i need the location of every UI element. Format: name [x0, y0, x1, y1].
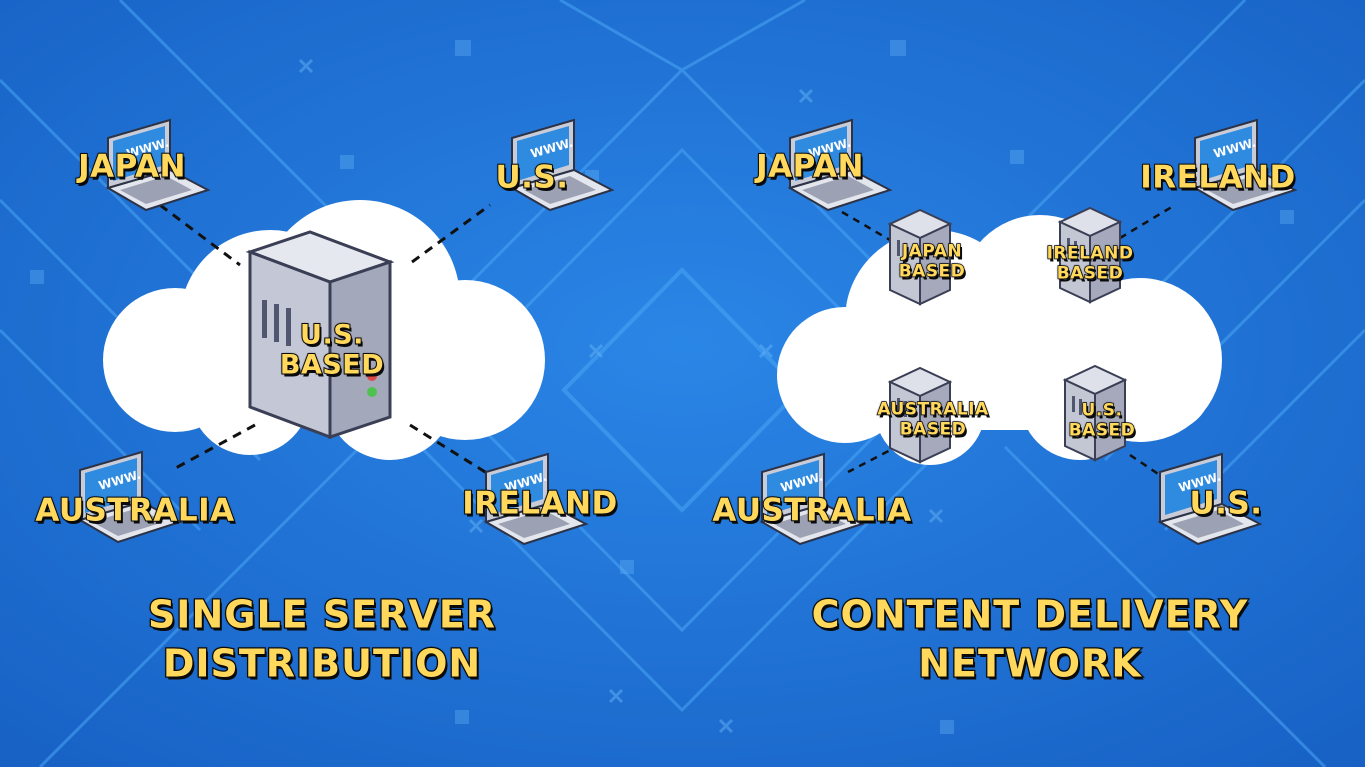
server-label-ireland: IRELAND BASED: [1046, 243, 1134, 284]
main-server-label: U.S. BASED: [279, 319, 385, 381]
single-server-title: SINGLE SERVER DISTRIBUTION: [147, 591, 497, 687]
client-label-japan: JAPAN: [77, 148, 186, 185]
left-connectors: [159, 203, 491, 477]
server-label-us: U.S. BASED: [1068, 400, 1136, 441]
client-label-japan: JAPAN: [755, 148, 864, 185]
server-label-australia: AUSTRALIA BASED: [877, 399, 989, 440]
cdn-title: CONTENT DELIVERY NETWORK: [810, 591, 1249, 687]
server-label-japan: JAPAN BASED: [898, 241, 966, 282]
cdn-cloud: [777, 215, 1222, 465]
client-label-us: U.S.: [1188, 485, 1263, 522]
client-label-australia: AUSTRALIA: [711, 492, 912, 529]
client-label-ireland: IRELAND: [1139, 159, 1296, 196]
us-main-server-icon: [245, 230, 395, 440]
client-label-australia: AUSTRALIA: [34, 492, 235, 529]
client-label-ireland: IRELAND: [461, 485, 618, 522]
client-label-us: U.S.: [494, 159, 569, 196]
